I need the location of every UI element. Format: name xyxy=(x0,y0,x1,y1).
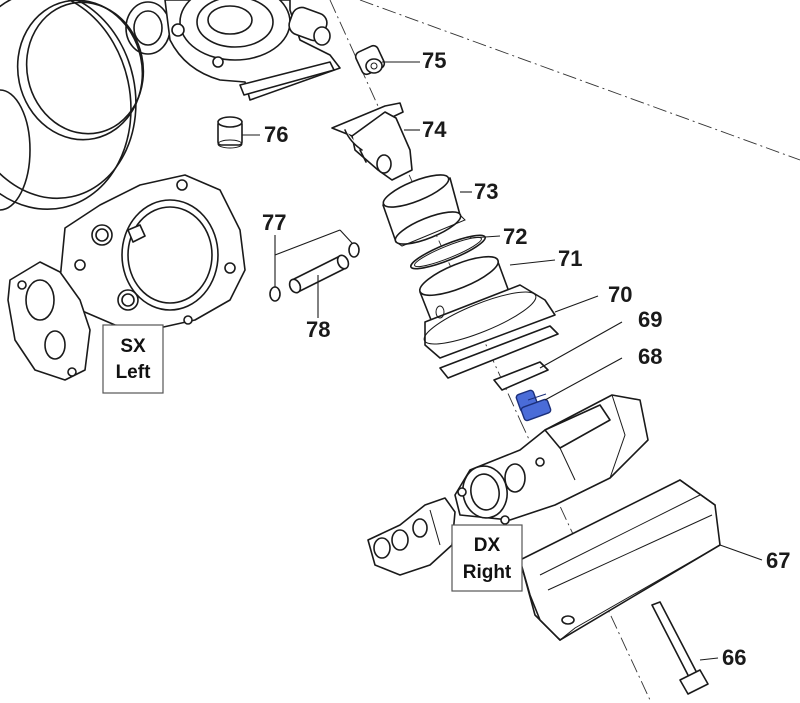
crankcase-body xyxy=(454,394,649,525)
part-78-pin xyxy=(288,254,350,294)
pump-head-flange-left xyxy=(59,174,246,331)
part-label-71: 71 xyxy=(558,246,582,271)
side-box-right: DX Right xyxy=(451,524,523,592)
part-74-bracket xyxy=(331,102,413,181)
leader-lines xyxy=(242,61,763,661)
orings-top-left xyxy=(0,0,171,211)
side-box-left: SX Left xyxy=(102,324,164,394)
part-label-68: 68 xyxy=(638,344,662,369)
part-label-75: 75 xyxy=(422,48,446,73)
part-label-72: 72 xyxy=(503,224,527,249)
part-number-labels: 75 76 74 73 72 71 70 69 68 67 66 77 78 xyxy=(262,48,790,670)
part-68-plug-highlighted xyxy=(515,389,552,422)
part-label-73: 73 xyxy=(474,179,498,204)
side-box-right-line1: DX xyxy=(474,535,501,556)
pump-head-top xyxy=(164,0,341,101)
part-69-washer xyxy=(493,361,549,391)
part-label-74: 74 xyxy=(422,117,447,142)
side-box-right-line2: Right xyxy=(463,562,512,583)
part-76-bushing xyxy=(217,116,243,149)
part-label-76: 76 xyxy=(264,122,288,147)
part-label-78: 78 xyxy=(306,317,330,342)
part-67-cover xyxy=(519,479,721,641)
part-75-bushing xyxy=(354,44,386,76)
part-label-70: 70 xyxy=(608,282,632,307)
side-box-left-line1: SX xyxy=(120,336,146,357)
manifold-right xyxy=(367,497,456,576)
part-label-66: 66 xyxy=(722,645,746,670)
part-66-bolt xyxy=(651,601,709,695)
part-label-67: 67 xyxy=(766,548,790,573)
part-71-seal-holder xyxy=(418,255,556,359)
manifold-left xyxy=(7,261,91,381)
side-box-left-line2: Left xyxy=(116,362,152,383)
part-label-69: 69 xyxy=(638,307,662,332)
part-label-77: 77 xyxy=(262,210,286,235)
part-73-sleeve xyxy=(382,174,466,247)
part-70-plate xyxy=(439,325,559,379)
